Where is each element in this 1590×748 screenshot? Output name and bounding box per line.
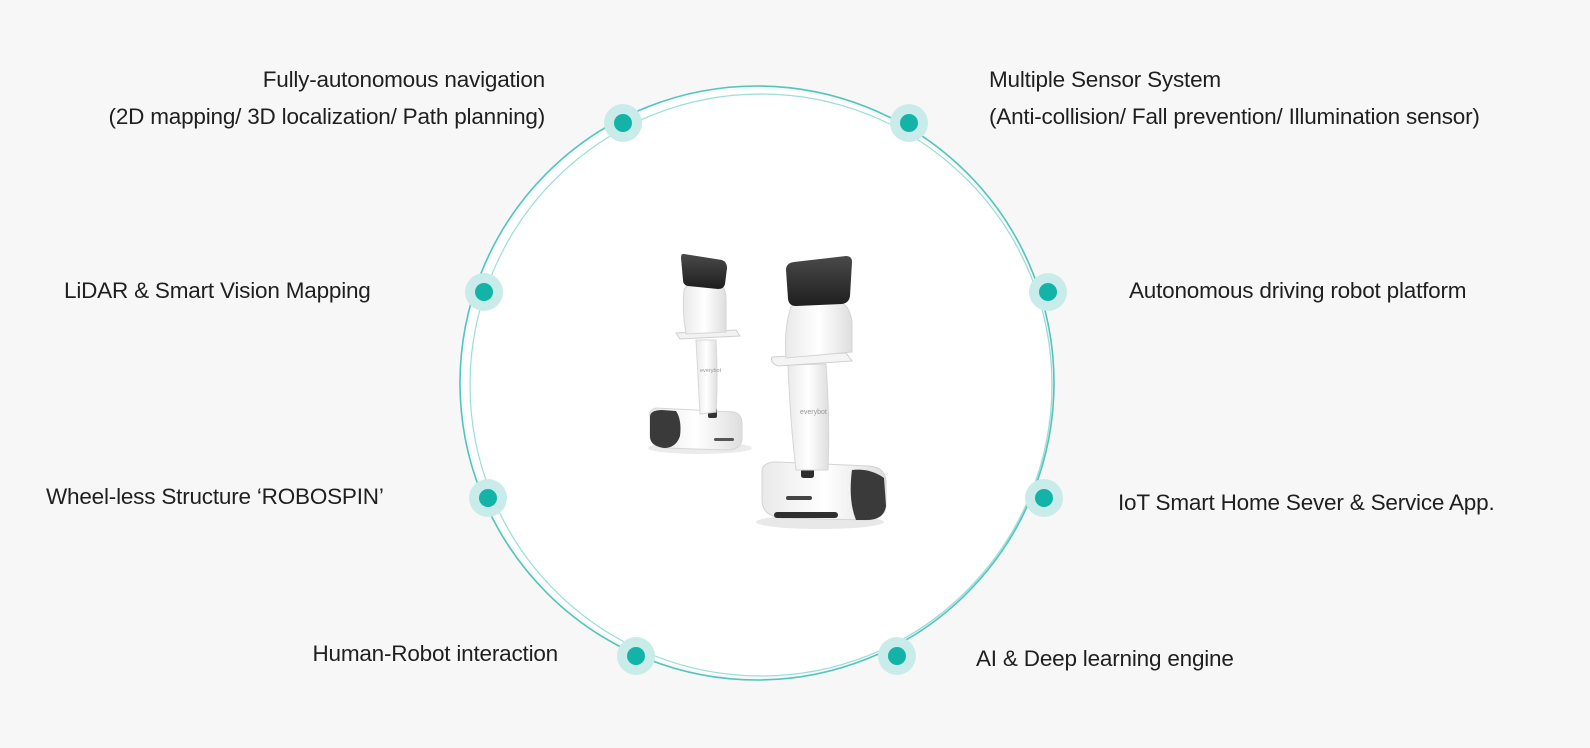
node-platform: [1029, 273, 1067, 311]
feature-label-hri: Human-Robot interaction: [312, 635, 558, 672]
feature-navigation-detail: (2D mapping/ 3D localization/ Path plann…: [108, 104, 546, 129]
feature-sensor-title: Multiple Sensor System: [989, 67, 1221, 92]
robot-large-illustration: everybot: [756, 256, 887, 529]
feature-label-platform: Autonomous driving robot platform: [1129, 272, 1467, 309]
feature-label-sensor-system: Multiple Sensor System (Anti-collision/ …: [989, 61, 1480, 135]
node-hri: [617, 637, 655, 675]
node-sensor: [890, 104, 928, 142]
feature-sensor-detail: (Anti-collision/ Fall prevention/ Illumi…: [989, 104, 1480, 129]
feature-label-navigation: Fully-autonomous navigation (2D mapping/…: [108, 61, 546, 135]
feature-lidar-title: LiDAR & Smart Vision Mapping: [64, 278, 371, 303]
feature-label-wheel-less: Wheel-less Structure ‘ROBOSPIN’: [46, 478, 384, 515]
robot-small-illustration: everybot: [648, 253, 752, 454]
node-iot: [1025, 479, 1063, 517]
feature-wheel-title: Wheel-less Structure ‘ROBOSPIN’: [46, 484, 384, 509]
feature-label-ai: AI & Deep learning engine: [976, 640, 1234, 677]
node-nav: [604, 104, 642, 142]
feature-navigation-title: Fully-autonomous navigation: [262, 67, 545, 92]
inner-ring: [469, 93, 1053, 677]
feature-label-iot: IoT Smart Home Sever & Service App.: [1118, 484, 1495, 521]
robot-small-brand: everybot: [700, 368, 722, 374]
feature-platform-title: Autonomous driving robot platform: [1129, 278, 1467, 303]
feature-hri-title: Human-Robot interaction: [312, 641, 558, 666]
feature-iot-title: IoT Smart Home Sever & Service App.: [1118, 490, 1495, 515]
center-disc: [463, 89, 1051, 677]
feature-label-lidar: LiDAR & Smart Vision Mapping: [64, 272, 371, 309]
outer-ring: [459, 85, 1055, 681]
node-ai: [878, 637, 916, 675]
node-lidar: [465, 273, 503, 311]
node-wheel: [469, 479, 507, 517]
robot-large-brand: everybot: [800, 409, 827, 416]
feature-ai-title: AI & Deep learning engine: [976, 646, 1234, 671]
